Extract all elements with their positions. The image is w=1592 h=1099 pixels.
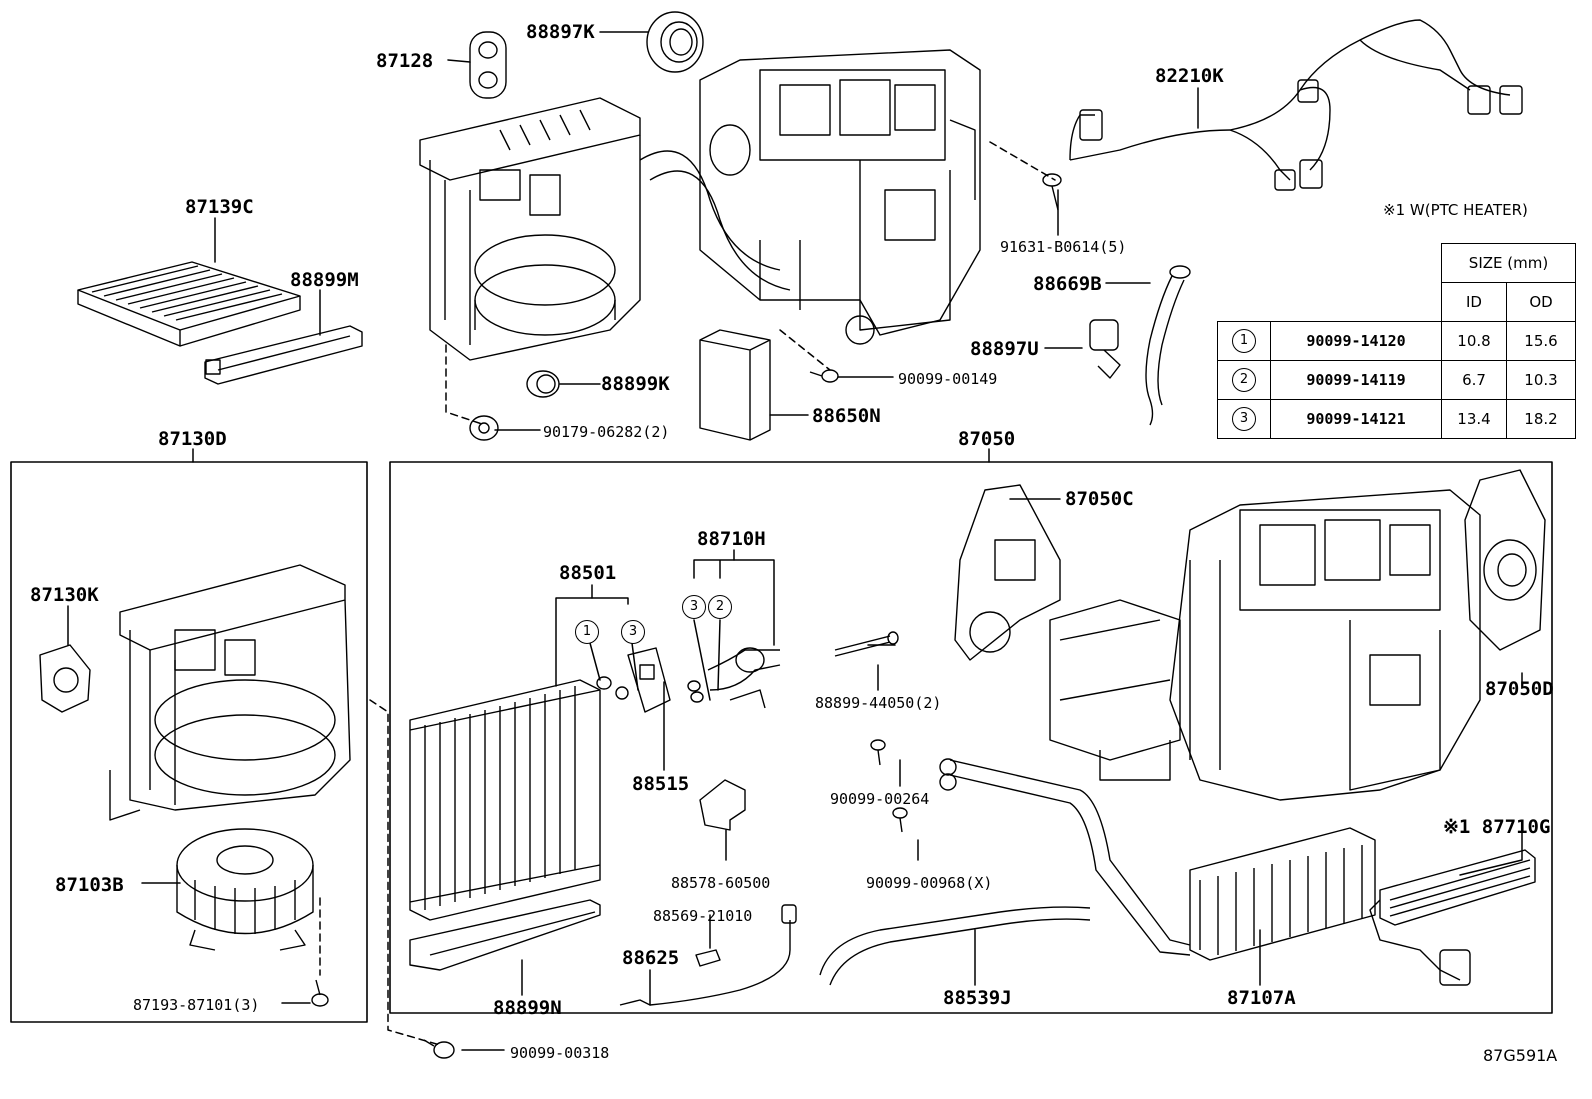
table-header-row: SIZE (mm) (1217, 243, 1576, 322)
side-case-87050c-icon (954, 484, 1061, 661)
label-88710h: 88710H (697, 528, 766, 550)
label-87050c: 87050C (1065, 488, 1134, 510)
row-od: 10.3 (1506, 360, 1576, 400)
hose-88669b-icon (1145, 265, 1191, 426)
label-88578-60500: 88578-60500 (671, 874, 771, 892)
table-row: 2 90099-14119 6.7 10.3 (1217, 360, 1576, 400)
screw-90099-00318-icon (423, 1039, 455, 1059)
row-mark: 2 (1217, 360, 1271, 400)
label-87710g: ※1 87710G (1443, 816, 1551, 838)
row-part-number: 90099-14121 (1270, 399, 1442, 439)
row-part-number: 90099-14120 (1270, 321, 1442, 361)
valve-88897u-icon (1089, 319, 1121, 379)
sensor-88625-icon (619, 904, 797, 1006)
reference-code: 87G591A (1483, 1046, 1558, 1065)
label-88899k: 88899K (601, 373, 670, 395)
side-case-87050d-icon (1464, 469, 1546, 651)
row-id: 10.8 (1441, 321, 1507, 361)
screw-90099-00968-icon (892, 807, 908, 833)
label-87103b: 87103B (55, 874, 124, 896)
label-87107a: 87107A (1227, 987, 1296, 1009)
seal-88897k-icon (646, 11, 704, 73)
row-part-number: 90099-14119 (1270, 360, 1442, 400)
label-88899n: 88899N (493, 997, 562, 1019)
label-88569-21010: 88569-21010 (653, 907, 753, 925)
row-od: 18.2 (1506, 399, 1576, 439)
label-87128: 87128 (376, 50, 434, 72)
table-row: 3 90099-14121 13.4 18.2 (1217, 399, 1576, 439)
label-91631-b0614: 91631-B0614(5) (1000, 238, 1127, 256)
ecu-88650n-icon (699, 329, 771, 441)
label-87193-87101: 87193-87101(3) (133, 996, 260, 1014)
label-90099-00149: 90099-00149 (898, 370, 998, 388)
main-case-87050-icon (1049, 489, 1481, 801)
bolt-88899-44050-icon (834, 631, 899, 657)
ac-unit-assembly-top-icon (419, 49, 981, 361)
label-88515: 88515 (632, 773, 690, 795)
label-88539j: 88539J (943, 987, 1012, 1009)
grommet-87128-icon (469, 31, 507, 99)
label-90099-00318: 90099-00318 (510, 1044, 610, 1062)
label-87050d: 87050D (1485, 678, 1554, 700)
table-blank-cell (1217, 243, 1442, 322)
screw-90099-00149-icon (809, 369, 839, 383)
od-header: OD (1506, 282, 1576, 322)
blower-motor-87103b-icon (176, 828, 314, 951)
label-88897u: 88897U (970, 338, 1039, 360)
label-88501: 88501 (559, 562, 617, 584)
label-90179-06282: 90179-06282(2) (543, 423, 670, 441)
screw-87193-icon (311, 979, 329, 1007)
label-88897k: 88897K (526, 21, 595, 43)
heater-core-87107a-icon (939, 758, 1376, 961)
wire-harness-82210k-icon (1069, 19, 1523, 191)
filter-cover-88899m-icon (204, 325, 363, 385)
label-87050: 87050 (958, 428, 1016, 450)
expansion-valve-88515-icon (627, 647, 671, 713)
label-88625: 88625 (622, 947, 680, 969)
pipe-88710h-icon (707, 647, 781, 709)
label-90099-00968: 90099-00968(X) (866, 874, 993, 892)
box-87130d (10, 461, 368, 1023)
actuator-87130k-icon (39, 644, 91, 713)
row-id: 13.4 (1441, 399, 1507, 439)
label-90099-00264: 90099-00264 (830, 790, 930, 808)
label-87130d: 87130D (158, 428, 227, 450)
bracket-88578-icon (699, 779, 746, 831)
callout-circle: 3 (682, 595, 706, 619)
row-mark: 1 (1217, 321, 1271, 361)
table-row: 1 90099-14120 10.8 15.6 (1217, 321, 1576, 361)
table-subheader-row: ID OD (1218, 282, 1576, 322)
label-82210k: 82210K (1155, 65, 1224, 87)
id-header: ID (1441, 282, 1507, 322)
label-87139c: 87139C (185, 196, 254, 218)
row-id: 6.7 (1441, 360, 1507, 400)
size-header: SIZE (mm) (1441, 243, 1576, 283)
callout-circle: 1 (575, 620, 599, 644)
ptc-heater-87710g-icon (1369, 849, 1536, 986)
grommet-88899k-icon (526, 370, 560, 398)
callout-circle: 3 (621, 620, 645, 644)
row-mark: 3 (1217, 399, 1271, 439)
screw-91631-icon (1042, 173, 1062, 211)
note-ptc-heater: ※1 W(PTC HEATER) (1383, 201, 1528, 219)
cabin-filter-87139c-icon (77, 261, 301, 347)
clip-90179-icon (469, 415, 499, 441)
label-88899m: 88899M (290, 269, 359, 291)
label-87130k: 87130K (30, 584, 99, 606)
evaporator-88501-icon (409, 679, 601, 921)
label-88650n: 88650N (812, 405, 881, 427)
drain-hose-88539j-icon (819, 906, 1091, 986)
callout-circle: 2 (708, 595, 732, 619)
box-87050 (389, 461, 1553, 1014)
screw-90099-00264-icon (870, 739, 886, 766)
evaporator-cover-88899n-icon (409, 899, 601, 971)
blower-housing-87130d-icon (109, 564, 351, 821)
o-ring-size-table: SIZE (mm) ID OD 1 90099-14120 10.8 15.6 … (1217, 243, 1576, 439)
row-od: 15.6 (1506, 321, 1576, 361)
label-88899-44050: 88899-44050(2) (815, 694, 942, 712)
label-88669b: 88669B (1033, 273, 1102, 295)
